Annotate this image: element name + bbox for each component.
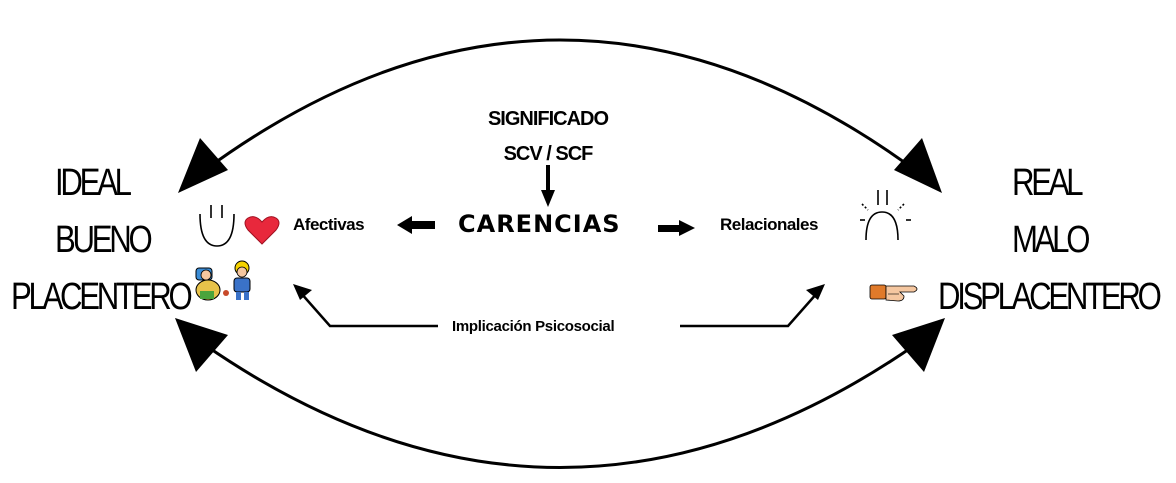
pointing-hand-icon xyxy=(869,284,918,302)
implicacion-right-arrowhead xyxy=(806,284,825,300)
relacionales-label: Relacionales xyxy=(720,215,818,234)
smile-face-icon xyxy=(199,205,235,247)
implicacion-left-line xyxy=(299,291,438,328)
heart-icon xyxy=(244,216,280,245)
left-label-ideal: IDEAL xyxy=(55,162,132,204)
right-arrow-head xyxy=(679,220,695,236)
implicacion-left-arrowhead xyxy=(293,284,312,300)
implicacion-psicosocial-label: Implicación Psicosocial xyxy=(452,318,615,335)
children-playing-icon xyxy=(195,260,251,301)
bottom-curve-arrow xyxy=(204,343,916,469)
right-label-real: REAL xyxy=(1012,162,1084,204)
afectivas-label: Afectivas xyxy=(293,215,365,234)
left-arrow-head xyxy=(397,216,412,234)
left-label-placentero: PLACENTERO xyxy=(11,276,193,318)
left-label-bueno: BUENO xyxy=(55,219,153,261)
bottom-left-arrowhead xyxy=(175,318,228,372)
left-arrow-shaft xyxy=(410,221,435,229)
right-arrow-shaft xyxy=(658,225,680,232)
down-arrow-head xyxy=(541,190,555,207)
right-label-malo: MALO xyxy=(1012,219,1090,261)
top-right-arrowhead xyxy=(894,138,942,193)
top-curve-arrow xyxy=(204,38,916,172)
bottom-right-arrowhead xyxy=(892,318,945,372)
sad-face-icon xyxy=(860,190,911,241)
carencias-label: CARENCIAS xyxy=(458,210,621,238)
top-left-arrowhead xyxy=(178,138,228,193)
implicacion-right-line xyxy=(680,291,819,328)
significado-label: SIGNIFICADO xyxy=(487,108,609,130)
scv-scf-label: SCV / SCF xyxy=(503,143,594,165)
right-label-displacentero: DISPLACENTERO xyxy=(938,276,1162,318)
